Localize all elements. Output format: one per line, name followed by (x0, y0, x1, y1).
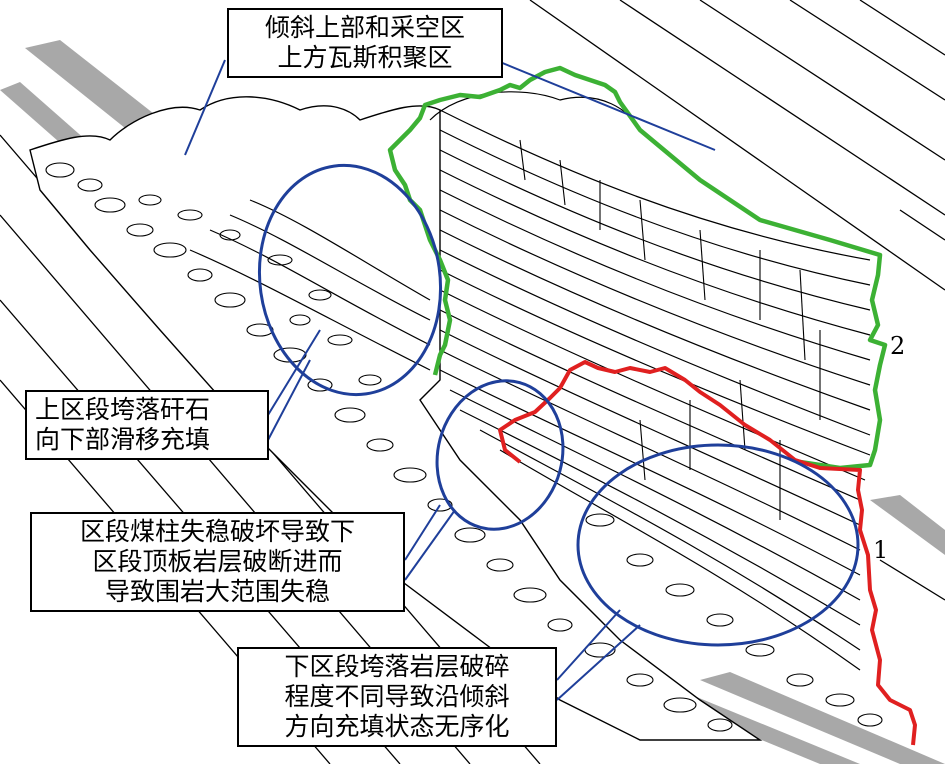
callout-pointers (184, 59, 716, 701)
callout-upper-gas-line-1: 倾斜上部和采空区 (264, 13, 465, 42)
broken-roof-layers (189, 91, 871, 671)
callout-lower-disorder-line-2: 程度不同导致沿倾斜 (284, 682, 510, 711)
line-1-label: 1 (873, 536, 889, 564)
callout-upper-gas: 倾斜上部和采空区 上方瓦斯积聚区 (227, 8, 503, 78)
highlight-ellipses (257, 163, 860, 647)
line-2-label: 2 (890, 332, 906, 360)
caved-rubble-zone (29, 96, 883, 741)
callout-pillar-failure-line-1: 区段煤柱失稳破坏导致下 (79, 517, 355, 546)
callout-lower-disorder-line-1: 下区段垮落岩层破碎 (284, 652, 510, 681)
callout-pillar-failure: 区段煤柱失稳破坏导致下 区段顶板岩层破断进而 导致围岩大范围失稳 (30, 512, 405, 612)
callout-pillar-failure-line-2: 区段顶板岩层破断进而 (92, 547, 343, 576)
roof-fractures (519, 139, 821, 520)
callout-upper-slide: 上区段垮落矸石 向下部滑移充填 (25, 390, 269, 460)
ellipse-pillar-failure (435, 379, 565, 531)
callout-upper-gas-line-2: 上方瓦斯积聚区 (277, 43, 453, 72)
callout-lower-disorder: 下区段垮落岩层破碎 程度不同导致沿倾斜 方向充填状态无序化 (237, 647, 557, 747)
callout-lower-disorder-line-3: 方向充填状态无序化 (284, 712, 510, 741)
ellipse-upper-slide (257, 163, 443, 397)
callout-upper-slide-line-2: 向下部滑移充填 (35, 425, 211, 454)
ellipse-lower-disorder (576, 443, 860, 647)
callout-pillar-failure-line-3: 导致围岩大范围失稳 (104, 577, 330, 606)
callout-upper-slide-line-1: 上区段垮落矸石 (35, 395, 211, 424)
boundary-line-1 (498, 360, 917, 746)
boundary-line-2 (387, 65, 888, 471)
